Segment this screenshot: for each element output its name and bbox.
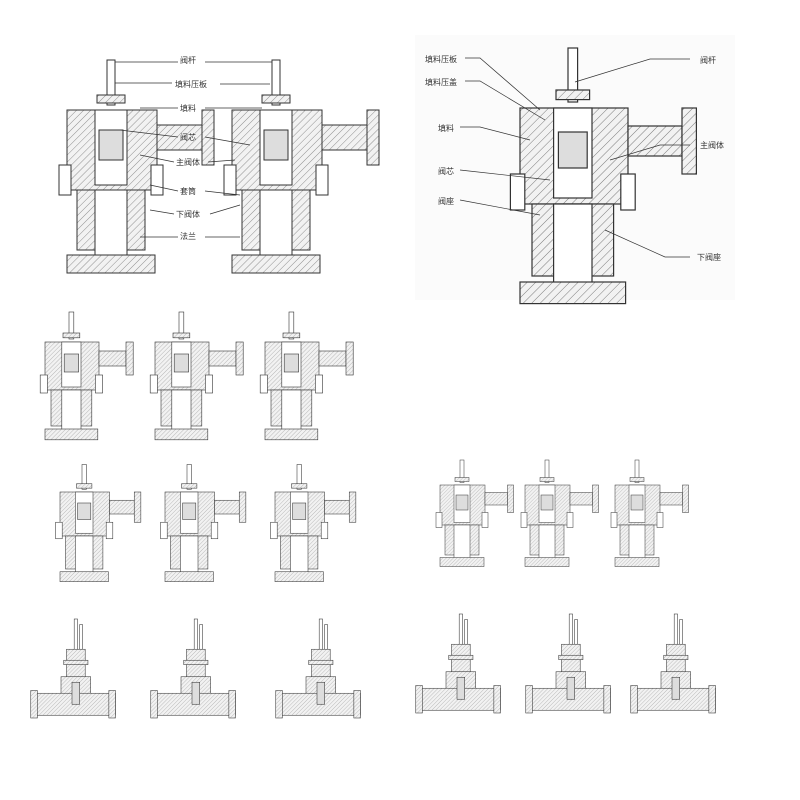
diagram-a-labels: 阀杆 填料压板 填料 阀芯 主阀体 套筒 下阀体 法兰 — [175, 55, 207, 241]
label-main-body: 主阀体 — [176, 157, 200, 167]
angle-valve-small-r2b-2 — [520, 459, 599, 567]
globe-valve-r3b-1 — [415, 613, 501, 714]
angle-valve-small-r2-1 — [55, 464, 142, 582]
angle-valve-small-r1-2 — [149, 311, 244, 441]
angle-valve-small-r2-2 — [160, 464, 247, 582]
label-stem: 阀杆 — [700, 55, 716, 65]
angle-valve-small-r1-3 — [259, 311, 354, 441]
label-seat: 阀座 — [438, 196, 454, 206]
angle-valve-small-r1-1 — [39, 311, 134, 441]
label-sleeve: 套筒 — [180, 186, 196, 196]
label-packing: 填料 — [180, 103, 196, 113]
angle-valve-small-r2-3 — [270, 464, 357, 582]
angle-valve-large-3 — [509, 47, 698, 305]
angle-valve-large-2 — [223, 59, 380, 274]
angle-valve-small-r2b-3 — [610, 459, 689, 567]
diagram-b-labels: 填料压板 填料压盖 填料 阀芯 阀座 阀杆 主阀体 下阀座 — [425, 54, 724, 262]
label-flange: 法兰 — [180, 231, 196, 241]
globe-valve-r3-3 — [275, 618, 361, 719]
leader-lines — [115, 57, 690, 258]
globe-valve-r3b-3 — [630, 613, 716, 714]
label-packing-plate: 填料压板 — [175, 79, 207, 89]
label-stem: 阀杆 — [180, 55, 196, 65]
angle-valve-small-r2b-1 — [435, 459, 514, 567]
label-lower-seat: 下阀座 — [697, 252, 721, 262]
label-packing-cover: 填料压盖 — [425, 77, 457, 87]
label-lower-body: 下阀体 — [176, 209, 200, 219]
globe-valve-r3-2 — [150, 618, 236, 719]
label-main-body: 主阀体 — [700, 140, 724, 150]
label-valve-core: 阀芯 — [438, 166, 454, 176]
angle-valve-large-1 — [58, 59, 215, 274]
label-packing: 填料 — [438, 123, 454, 133]
globe-valve-r3-1 — [30, 618, 116, 719]
globe-valve-r3b-2 — [525, 613, 611, 714]
label-valve-core: 阀芯 — [180, 132, 196, 142]
label-packing-plate: 填料压板 — [425, 54, 457, 64]
